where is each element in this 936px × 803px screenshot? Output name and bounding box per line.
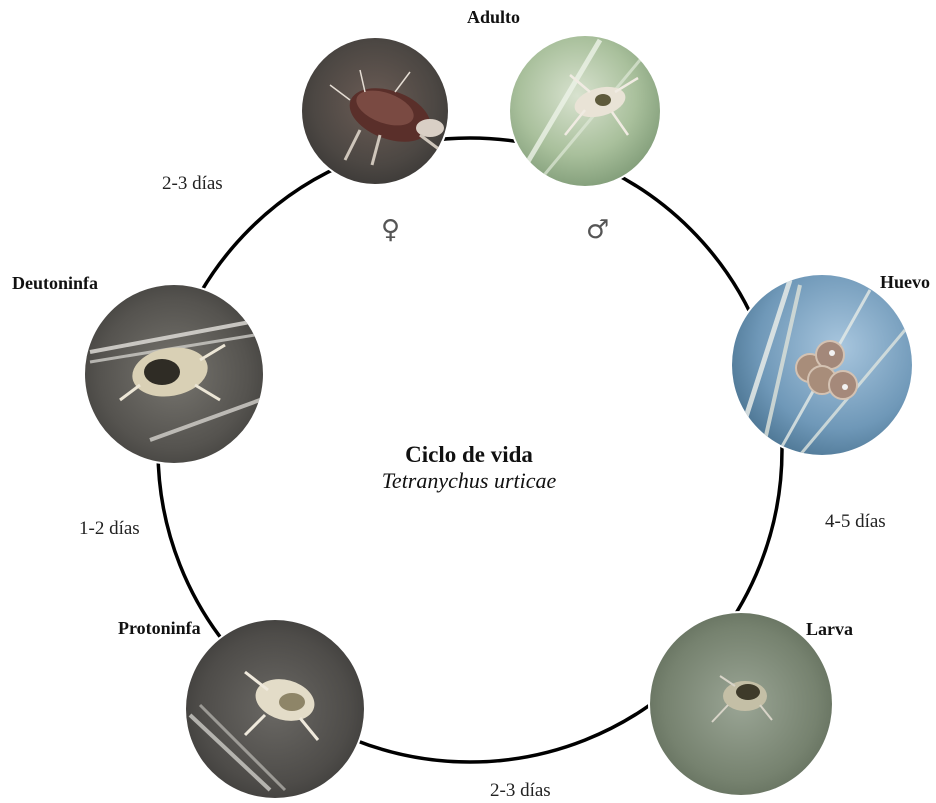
egg-photo — [730, 273, 914, 457]
duration-deutoninfa-adulto: 2-3 días — [162, 173, 223, 195]
stage-label-adulto: Adulto — [467, 7, 520, 28]
stage-label-larva: Larva — [806, 619, 853, 640]
duration-protoninfa-deutoninfa: 1-2 días — [79, 518, 140, 540]
deutonymph-photo — [83, 283, 265, 465]
adult-male-photo — [508, 34, 662, 188]
male-symbol: ♂ — [586, 217, 609, 243]
female-symbol: ♀ — [381, 217, 400, 243]
duration-huevo-larva: 4-5 días — [825, 511, 886, 533]
adult-female-photo — [300, 36, 450, 186]
diagram-title: Ciclo de vida — [364, 442, 574, 468]
stage-label-deutoninfa: Deutoninfa — [12, 273, 98, 294]
diagram-title-block: Ciclo de vida Tetranychus urticae — [364, 442, 574, 494]
species-name: Tetranychus urticae — [364, 468, 574, 494]
stage-label-huevo: Huevo — [880, 272, 930, 293]
protonymph-photo — [184, 618, 366, 800]
duration-larva-protoninfa: 2-3 días — [490, 780, 551, 802]
stage-label-protoninfa: Protoninfa — [118, 618, 201, 639]
